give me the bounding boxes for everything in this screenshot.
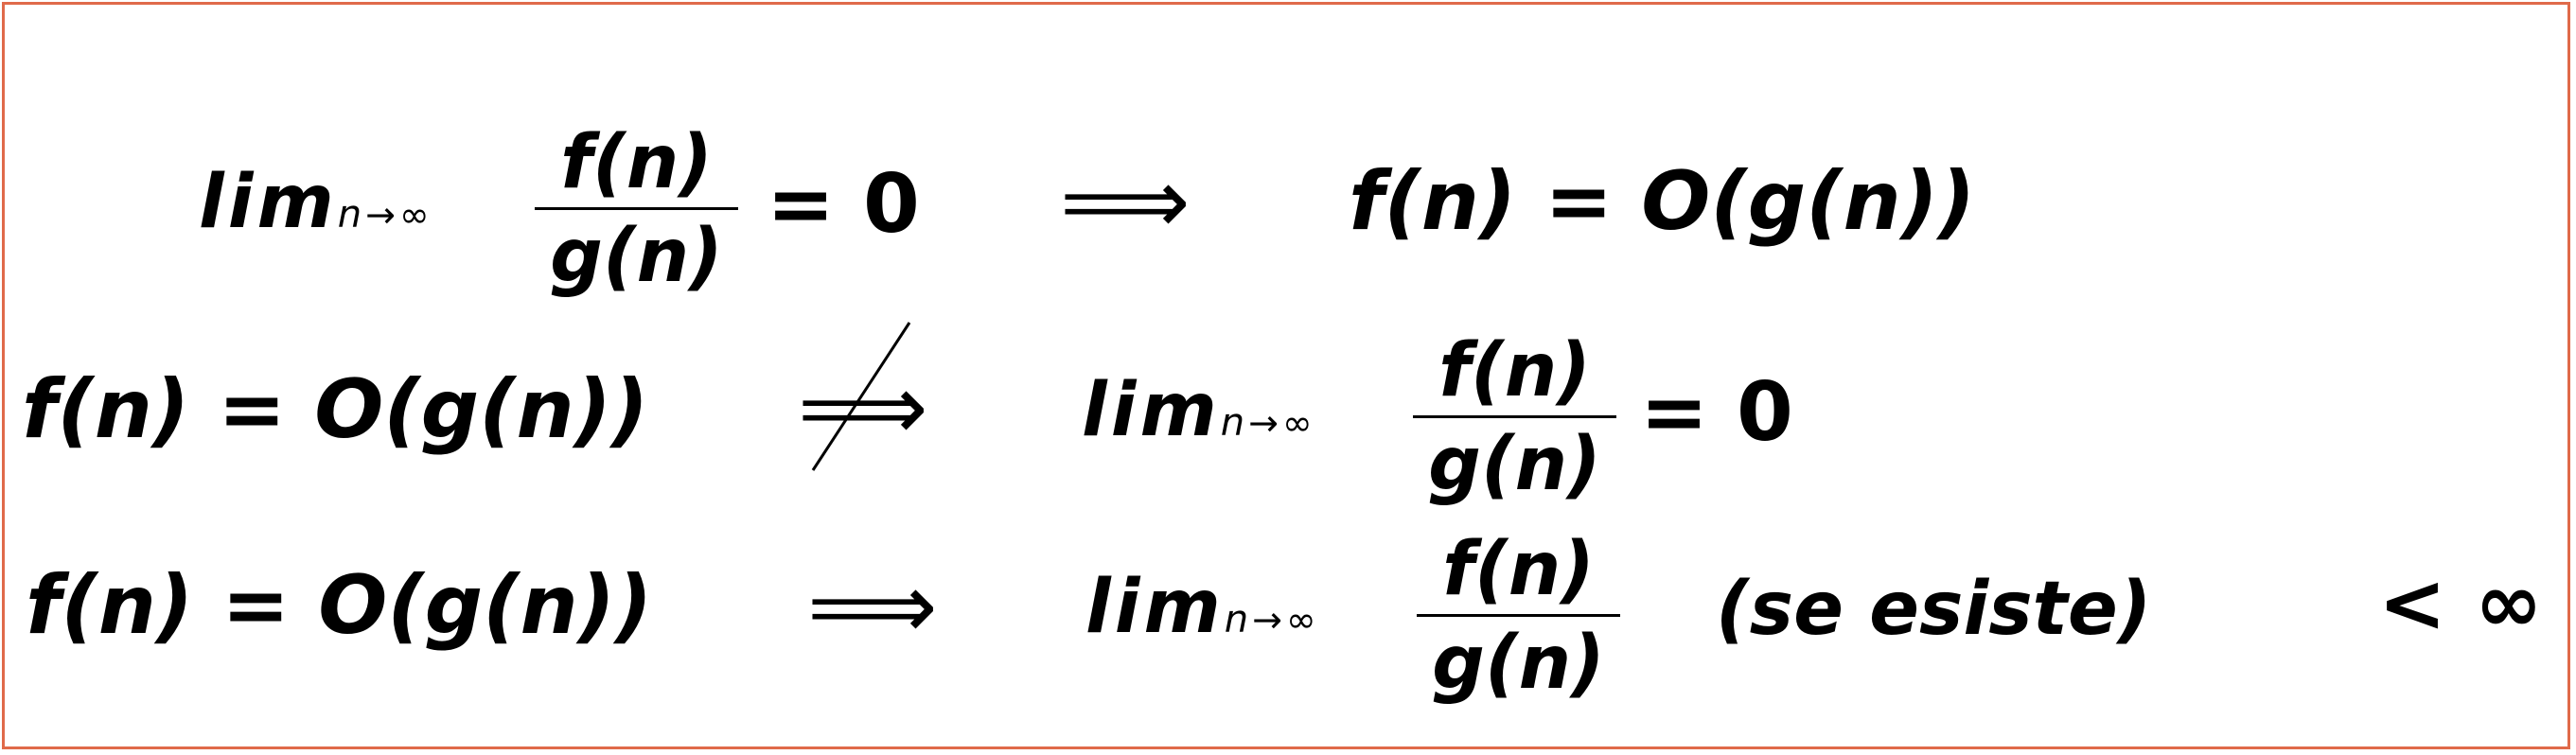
lim-text: lim xyxy=(1085,565,1225,650)
implies-arrow: ⟹ xyxy=(807,553,938,659)
fraction-denominator: g(n) xyxy=(1432,621,1605,706)
lim-subscript-arrow: →∞ xyxy=(365,194,433,236)
fraction-numerator: f(n) xyxy=(560,120,713,205)
fraction-numerator: f(n) xyxy=(1438,328,1591,413)
lim-subscript-arrow: →∞ xyxy=(1252,599,1320,641)
negation-slash-icon xyxy=(811,322,911,471)
not-implies-arrow: ⟹ xyxy=(798,355,928,461)
fraction-bar xyxy=(535,207,738,210)
lim-subscript-var: n xyxy=(1224,598,1253,641)
row-1-right-expr: f(n) = O(g(n)) xyxy=(1349,154,1976,249)
lim-text: lim xyxy=(199,160,338,245)
row-2-left-expr: f(n) = O(g(n)) xyxy=(22,362,649,457)
lim-subscript-var: n xyxy=(1220,401,1249,445)
row-1-fraction: f(n) g(n) xyxy=(535,126,738,293)
row-2-fraction: f(n) g(n) xyxy=(1413,334,1616,501)
row-3-rhs: < ∞ xyxy=(2378,556,2543,651)
row-2-lim: limn→∞ xyxy=(1082,374,1316,448)
fraction-bar xyxy=(1417,614,1620,617)
row-3-lim: limn→∞ xyxy=(1085,571,1320,644)
implies-arrow: ⟹ xyxy=(1060,149,1191,255)
row-1-lim: limn→∞ xyxy=(199,166,433,239)
fraction-denominator: g(n) xyxy=(1428,422,1601,507)
lim-subscript-var: n xyxy=(337,193,366,237)
lim-text: lim xyxy=(1082,368,1221,453)
row-2-rhs: = 0 xyxy=(1640,365,1793,460)
if-exists-note: (se esiste) xyxy=(1716,567,2152,652)
row-1-rhs: = 0 xyxy=(767,157,920,252)
fraction-bar xyxy=(1413,415,1616,418)
row-3-fraction: f(n) g(n) xyxy=(1417,533,1620,700)
fraction-numerator: f(n) xyxy=(1442,527,1595,612)
lim-subscript-arrow: →∞ xyxy=(1248,402,1316,444)
row-3-left-expr: f(n) = O(g(n)) xyxy=(26,558,653,653)
fraction-denominator: g(n) xyxy=(550,214,723,299)
